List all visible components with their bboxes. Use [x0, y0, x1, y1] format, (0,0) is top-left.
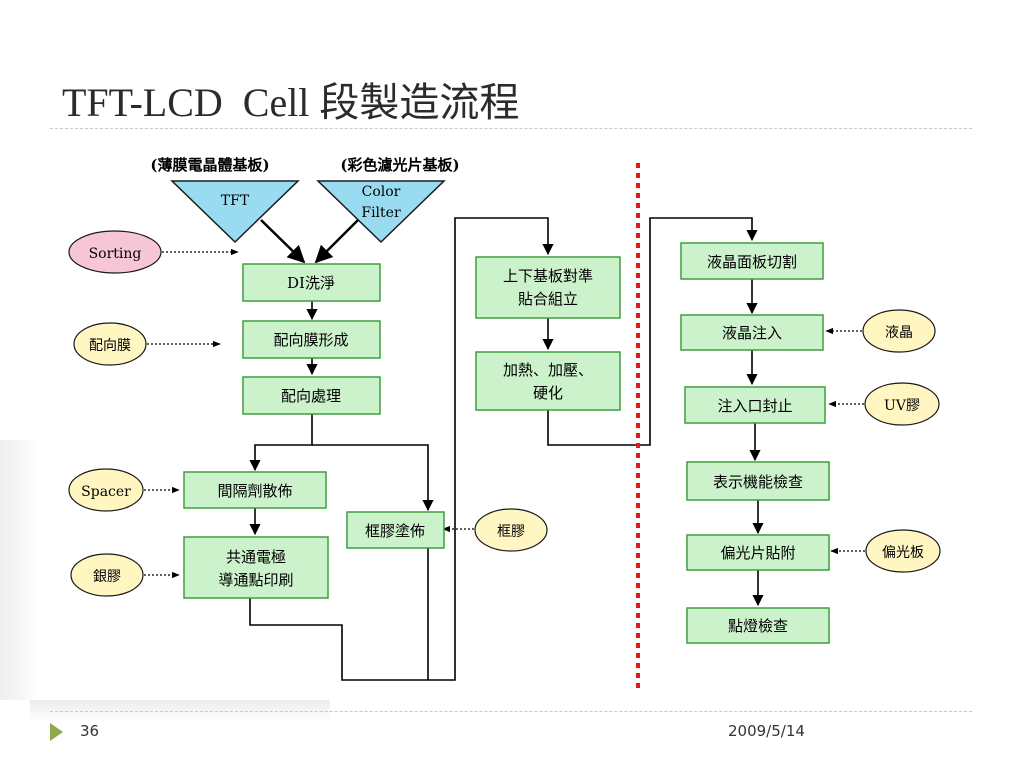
polarizer-attach-step [686, 534, 830, 571]
sorting-label: Sorting [89, 246, 142, 262]
heat-press-label-2: 硬化 [533, 384, 563, 402]
alignment-film-label: 配向膜 [89, 338, 131, 354]
slide-date: 2009/5/14 [728, 722, 805, 740]
heat-press-label-1: 加熱、加壓、 [503, 361, 593, 379]
align-assemble-label-1: 上下基板對準 [503, 267, 593, 285]
polarizer-attach-label: 偏光片貼附 [720, 544, 795, 562]
electrode-to-assembly-arrow [249, 217, 554, 681]
title-divider [50, 128, 972, 129]
alignment-form-step [242, 320, 381, 359]
uv-glue-input [864, 382, 940, 426]
cf-label-line1: Color [362, 184, 401, 200]
seal-port-step [684, 386, 826, 424]
display-test-label: 表示機能檢查 [713, 473, 803, 491]
spacer-spray-label: 間隔劑散佈 [217, 482, 292, 500]
sealant-coat-label: 框膠塗佈 [365, 522, 425, 540]
tft-substrate-header: (薄膜電晶體基板) [150, 156, 269, 174]
align-assemble-step [475, 256, 621, 319]
panel-cut-label: 液晶面板切割 [707, 253, 797, 271]
sealant-label: 框膠 [497, 524, 525, 540]
liquid-crystal-input [862, 309, 936, 353]
footer-divider [50, 711, 972, 712]
spacer-input [68, 468, 144, 512]
polarizer-input [865, 529, 941, 573]
display-test-step [686, 461, 830, 501]
alignment-treat-step [242, 376, 381, 415]
footer-arrow-icon [50, 723, 63, 741]
common-electrode-step [183, 536, 329, 599]
panel-cut-step [680, 242, 824, 280]
tft-to-clean-arrow [260, 219, 306, 264]
alignment-form-label: 配向膜形成 [273, 331, 348, 349]
polarizer-label: 偏光板 [882, 545, 924, 561]
spacer-label: Spacer [81, 484, 131, 500]
align-assemble-label-2: 貼合組立 [518, 290, 578, 308]
final-inspect-step [686, 607, 830, 644]
cf-substrate-header: (彩色濾光片基板) [340, 156, 459, 174]
tft-label: TFT [221, 193, 250, 209]
spacer-spray-step [183, 471, 327, 509]
treatment-to-spacer-arrow [249, 414, 313, 472]
liquid-crystal-label: 液晶 [885, 325, 913, 341]
sealant-input [474, 508, 548, 552]
slide-shadow-left [0, 440, 40, 700]
tft-substrate-triangle [170, 180, 300, 244]
page-number: 36 [80, 722, 100, 740]
cf-label-line2: Filter [361, 205, 401, 221]
lc-inject-label: 液晶注入 [722, 324, 782, 342]
uv-glue-label: UV膠 [884, 398, 920, 414]
common-electrode-label-2: 導通點印刷 [218, 571, 293, 589]
alignment-treat-label: 配向處理 [281, 387, 341, 405]
di-clean-step [242, 263, 381, 302]
cf-to-clean-arrow [314, 219, 359, 264]
treatment-to-sealant-arrow [312, 444, 434, 512]
di-clean-label: DI洗淨 [287, 274, 335, 292]
heat-press-step [475, 351, 621, 411]
lc-inject-step [680, 314, 824, 351]
silver-paste-input [70, 553, 144, 597]
common-electrode-label-1: 共通電極 [226, 548, 286, 566]
silver-paste-label: 銀膠 [93, 569, 121, 585]
seal-port-label: 注入口封止 [717, 397, 792, 415]
sorting-input [68, 230, 162, 274]
slide-title: TFT-LCD Cell 段製造流程 [62, 80, 520, 125]
curing-to-cutting-arrow [547, 217, 758, 446]
sealant-coat-step [346, 511, 445, 549]
final-inspect-label: 點燈檢查 [728, 617, 788, 635]
cf-substrate-triangle [316, 180, 446, 244]
alignment-film-input [73, 322, 147, 366]
